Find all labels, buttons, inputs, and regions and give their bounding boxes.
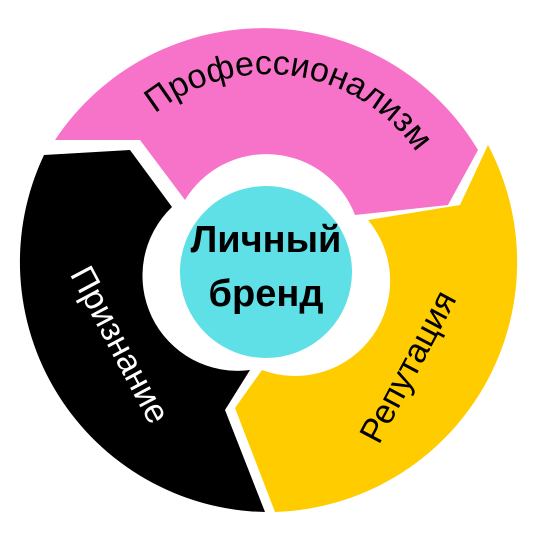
segment-recognition <box>19 150 266 512</box>
segment-reputation <box>235 145 518 512</box>
center-circle <box>168 174 364 370</box>
segment-professionalism <box>55 28 478 216</box>
center-label-line2: бренд <box>209 273 324 315</box>
center-label-line1: Личный <box>191 219 342 261</box>
